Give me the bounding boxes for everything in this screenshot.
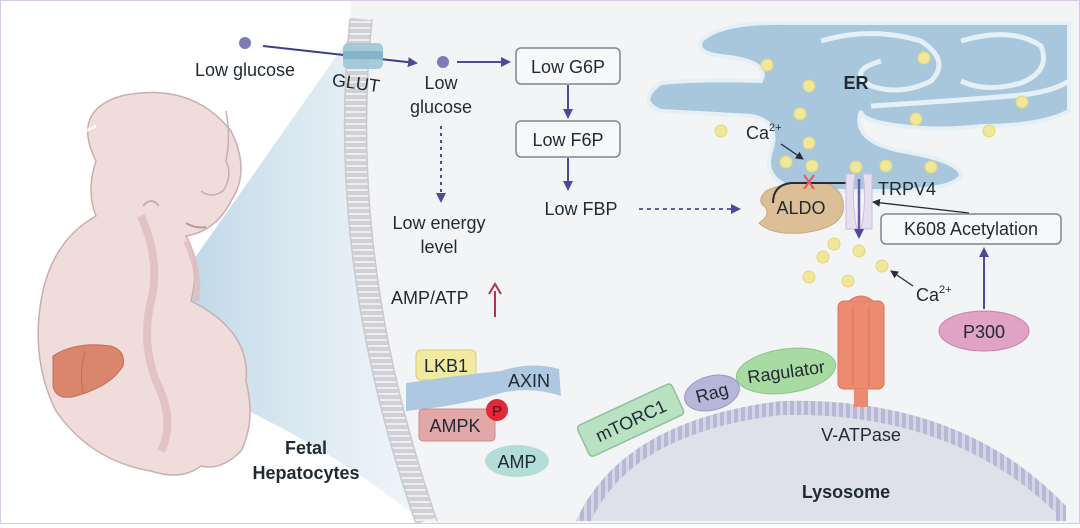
outside-glucose-label: Low glucose [195, 60, 295, 80]
g6p-box [515, 47, 621, 85]
acetylation-to-trpv4-arrow [872, 198, 970, 214]
trpv4-label: TRPV4 [878, 179, 936, 199]
v-atpase-pump [837, 295, 885, 407]
ampk-node [418, 408, 496, 442]
f6p-label: Low F6P [532, 130, 603, 150]
plasma-membrane [344, 17, 437, 525]
liver-organ [52, 344, 124, 398]
fbp-label: Low FBP [544, 199, 617, 219]
low-energy-label-line2: level [420, 237, 457, 257]
closed-eye [185, 222, 207, 229]
ragulator-node [735, 347, 837, 395]
fetus-illustration [37, 91, 251, 476]
er-calcium-pointer [780, 143, 804, 160]
er-label: ER [843, 73, 868, 93]
amp-label: AMP [497, 452, 536, 472]
ear [142, 200, 160, 207]
inside-glucose-label-line1: Low [424, 73, 458, 93]
er-calcium-ions [714, 51, 1029, 174]
glut-transporter [343, 43, 383, 69]
rag-node [684, 374, 740, 412]
f6p-box [515, 120, 621, 158]
mtorc1-node [576, 383, 685, 457]
p300-label: P300 [963, 322, 1005, 342]
inhibition-blocked-x [803, 174, 815, 190]
aldo-inhibits-trpv4 [772, 182, 849, 204]
glucose-import-arrow [262, 45, 418, 68]
axin-label: AXIN [508, 371, 550, 391]
trpv4-channel [845, 173, 873, 239]
ampk-label: AMPK [429, 416, 480, 436]
released-calcium-ions [802, 237, 889, 288]
glucose-dot-inside [437, 56, 449, 68]
released-calcium-label: Ca2+ [916, 284, 952, 305]
er-calcium-label: Ca2+ [746, 122, 782, 143]
lkb1-label: LKB1 [424, 356, 468, 376]
aldo-label: ALDO [776, 198, 825, 218]
v-atpase-label: V-ATPase [821, 425, 901, 445]
lysosome-body [591, 414, 1056, 521]
inside-glucose-label-line2: glucose [410, 97, 472, 117]
low-energy-label-line1: Low energy [392, 213, 485, 233]
amp-node [485, 445, 549, 477]
acetylation-box [880, 213, 1062, 245]
glucose-dot-outside [239, 37, 251, 49]
acetylation-label: K608 Acetylation [904, 219, 1038, 239]
fetal-hepatocytes-label-line1: Fetal [285, 438, 327, 458]
phosphorylation-label: P [492, 403, 502, 420]
axin-scaffold [406, 365, 561, 411]
endoplasmic-reticulum [646, 20, 1071, 193]
fetal-hepatocytes-label-line2: Hepatocytes [252, 463, 359, 483]
p300-node [938, 310, 1030, 352]
amp-atp-ratio-label: AMP/ATP [391, 288, 469, 308]
lysosome-label: Lysosome [802, 482, 890, 502]
phosphorylation-badge [486, 399, 508, 421]
g6p-label: Low G6P [531, 57, 605, 77]
released-calcium-pointer [890, 270, 914, 287]
